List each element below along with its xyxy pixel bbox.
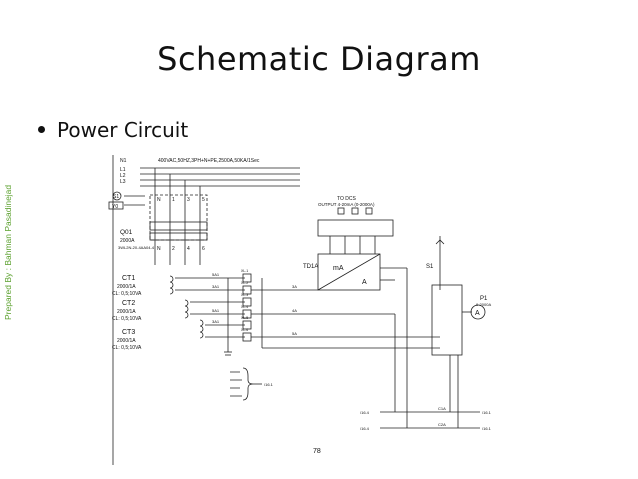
wire-5a: 5A — [292, 331, 297, 336]
meter-symbol: A — [475, 310, 480, 317]
term-xl3: XL.3 — [241, 293, 248, 297]
ct3-name: CT3 — [122, 329, 135, 336]
bus-spec: 400VAC,50HZ,3PH+N+PE,2500A,50KA/1Sec — [158, 158, 260, 164]
ct1-ratio: 2000/1A — [117, 284, 136, 290]
ct2-ratio: 2000/1A — [117, 309, 136, 315]
label-l1: L1 — [120, 167, 126, 173]
wire-3a1-b: 3A1 — [212, 319, 220, 324]
wire-5a1-a: 5A1 — [212, 272, 220, 277]
schematic-labels: N1 L1 L2 L3 400VAC,50HZ,3PH+N+PE,2500A,5… — [112, 158, 492, 455]
ref-label-2: /16.4 — [360, 426, 370, 431]
wire-4a: 4A — [292, 308, 297, 313]
transducer-name: TD1A — [303, 264, 318, 270]
term-xl4: XL.4 — [241, 305, 248, 309]
term-xl6: XL.6 — [241, 328, 248, 332]
ct1-class: CL: 0,5;10VA — [112, 291, 142, 297]
switch-name: S1 — [426, 264, 434, 270]
ref-label-4: /16.1 — [482, 426, 492, 431]
ref-label-0: /16.1 — [264, 382, 274, 387]
wire-5a1-b: 5A1 — [212, 308, 220, 313]
wire-3a1-a: 3A1 — [212, 284, 220, 289]
breaker-term-bot-4: 4 — [187, 246, 190, 252]
bullet-text: Power Circuit — [57, 118, 189, 142]
bottom-wire-c2a: C2A — [438, 422, 446, 427]
slide-title: Schematic Diagram — [157, 40, 481, 78]
ct3-class: CL: 0,5;10VA — [112, 345, 142, 351]
label-s1-small: S1 — [113, 194, 119, 200]
breaker-term-top-1: 1 — [172, 197, 175, 203]
term-xl5: XL.5 — [241, 316, 248, 320]
breaker-term-top-n: N — [157, 197, 161, 203]
ct2-name: CT2 — [122, 300, 135, 307]
to-dcs-output: OUTPUT 4-20mA (0-2000A) — [318, 202, 375, 207]
breaker-term-top-3: 3 — [187, 197, 190, 203]
breaker-term-bot-n: N — [157, 246, 161, 252]
breaker-rating: 2000A — [120, 238, 135, 244]
bottom-wire-c1a: C1A — [438, 406, 446, 411]
breaker-term-bot-6: 6 — [202, 246, 205, 252]
breaker-term-bot-2: 2 — [172, 246, 175, 252]
label-y0: Y0 — [112, 204, 118, 210]
transducer-out: A — [362, 279, 367, 286]
bullet-item: Power Circuit — [38, 118, 188, 142]
breaker-model: 3WL2N-20-4AA04-4 — [118, 245, 155, 250]
label-l2: L2 — [120, 173, 126, 179]
term-xl1: XL.1 — [241, 269, 248, 273]
ct3-ratio: 2000/1A — [117, 338, 136, 344]
ref-label-1: /16.4 — [360, 410, 370, 415]
bullet-dot — [38, 126, 45, 133]
ct1-name: CT1 — [122, 275, 135, 282]
label-n1: N1 — [120, 158, 127, 164]
label-l3: L3 — [120, 179, 126, 185]
meter-model: 0-2000A — [476, 302, 491, 307]
transducer-in: mA — [333, 265, 344, 272]
meter-name: P1 — [480, 296, 488, 302]
wire-3a: 3A — [292, 284, 297, 289]
term-xl2: XL.2 — [241, 281, 248, 285]
page-number: 78 — [313, 448, 321, 455]
schematic-lines — [108, 155, 486, 465]
to-dcs-title: TO DCS — [337, 196, 356, 202]
breaker-term-top-5: 5 — [202, 197, 205, 203]
ct2-class: CL: 0,5;10VA — [112, 316, 142, 322]
ref-label-3: /16.1 — [482, 410, 492, 415]
breaker-name: Q01 — [120, 229, 133, 236]
